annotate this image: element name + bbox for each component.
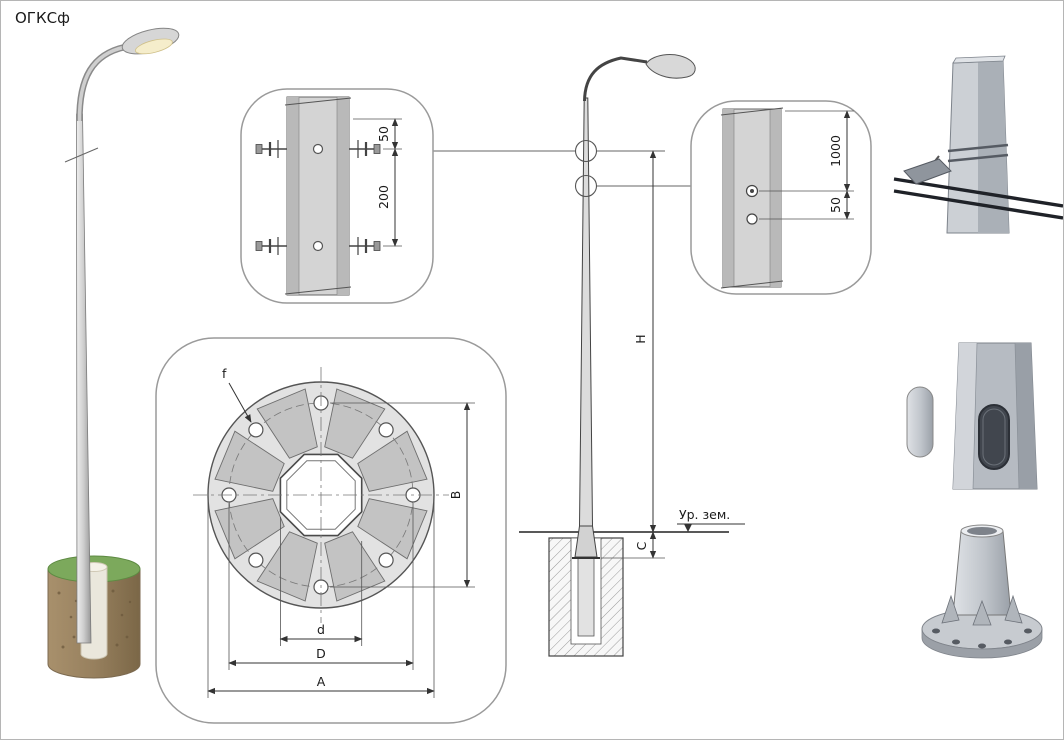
wedge-clamp xyxy=(903,158,952,185)
dim-d-label: d xyxy=(317,622,325,637)
flange-gusset xyxy=(357,430,428,492)
break-mark xyxy=(64,147,99,163)
clamp-band xyxy=(947,143,1009,153)
door-cover xyxy=(906,386,934,458)
bolt-hole-3d xyxy=(1024,628,1032,634)
bolt-hole-3d xyxy=(978,643,986,649)
ground-arrow xyxy=(684,524,692,532)
dim-H: H xyxy=(633,150,657,533)
elevation-drawing: H C Ур. зем. xyxy=(433,54,745,657)
dim-H-label: H xyxy=(633,334,648,343)
luminaire-elevation xyxy=(645,54,696,79)
lamp-arm-highlight xyxy=(77,45,126,122)
dim-A-label: A xyxy=(317,674,326,689)
gusset-3d xyxy=(972,599,992,626)
flange-bolt-hole xyxy=(378,422,394,438)
gusset-3d xyxy=(1004,594,1023,624)
flange-gusset xyxy=(357,498,428,560)
dim-50-offset-label: 50 xyxy=(828,197,843,213)
clamp-band xyxy=(947,153,1009,163)
dim-50-offset: 50 xyxy=(759,190,854,220)
dim-D: D xyxy=(228,503,414,670)
access-door-3d-render xyxy=(906,342,1038,490)
suspension-cable xyxy=(893,177,1063,208)
product-code-label: ОГКСф xyxy=(15,9,70,27)
detail-marker-circle-lower xyxy=(574,174,598,198)
dim-B-label: B xyxy=(448,491,463,500)
drain-hole xyxy=(746,213,758,225)
band-detail-callout: 1000 50 xyxy=(690,100,872,295)
dim-C-label: C xyxy=(634,541,649,550)
flange-gusset xyxy=(324,531,386,602)
ground-level-callout: Ур. зем. xyxy=(677,507,745,532)
flange-bolt-hole xyxy=(248,422,264,438)
flange-gusset xyxy=(256,388,318,459)
pole-shaft xyxy=(76,113,92,644)
bolt-hole-3d xyxy=(1004,639,1012,645)
flange-detail-callout: f B d D A xyxy=(155,337,507,724)
pole-base-flare xyxy=(574,525,598,558)
pole-section-strip xyxy=(284,96,352,296)
dim-d: d xyxy=(279,517,363,646)
flange-base-3d-render xyxy=(921,524,1043,659)
dim-200-label: 200 xyxy=(376,185,391,209)
pole-3d-render xyxy=(47,27,180,679)
dim-D-label: D xyxy=(316,646,326,661)
dim-B: B xyxy=(330,402,475,588)
embedded-pole-stub xyxy=(577,557,595,637)
bolt-hole-3d xyxy=(932,628,940,634)
flange-gusset xyxy=(214,498,285,560)
flange-gusset xyxy=(256,531,318,602)
band-clamp-bolts-lower xyxy=(255,237,381,255)
dim-C: C xyxy=(601,531,665,559)
dim-f: f xyxy=(222,366,252,423)
detail-marker-circle-upper xyxy=(574,139,598,163)
mount-hole-upper xyxy=(312,143,324,155)
band-clamp-bolts-upper xyxy=(255,140,381,158)
dim-1000: 1000 xyxy=(759,110,854,192)
flange-bolt-hole xyxy=(378,552,394,568)
dim-200: 200 xyxy=(376,148,402,247)
flange-gusset xyxy=(214,430,285,492)
flange-gusset xyxy=(324,388,386,459)
lamp-head xyxy=(121,27,180,55)
door-opening xyxy=(978,404,1010,470)
cable-clamp-3d-render xyxy=(893,55,1063,234)
clamp-detail-callout: 50 200 xyxy=(240,88,434,304)
flange-gussets xyxy=(214,388,428,602)
dim-50-label: 50 xyxy=(376,126,391,142)
gusset-3d xyxy=(941,594,960,624)
ground-level-label: Ур. зем. xyxy=(679,507,730,522)
lamp-arm-elevation xyxy=(583,56,648,102)
mount-hole-lower xyxy=(312,240,324,252)
pole-section-strip xyxy=(720,107,784,289)
dim-1000-label: 1000 xyxy=(828,135,843,167)
pole-elevation xyxy=(578,97,594,527)
soil-speckles xyxy=(57,589,132,649)
dim-A: A xyxy=(207,501,435,698)
flange-bolt-hole xyxy=(248,552,264,568)
bolt-hole-3d xyxy=(952,639,960,645)
suspension-cable xyxy=(893,189,1063,220)
earthing-bolt-center xyxy=(750,189,754,193)
dim-f-label: f xyxy=(222,366,227,381)
